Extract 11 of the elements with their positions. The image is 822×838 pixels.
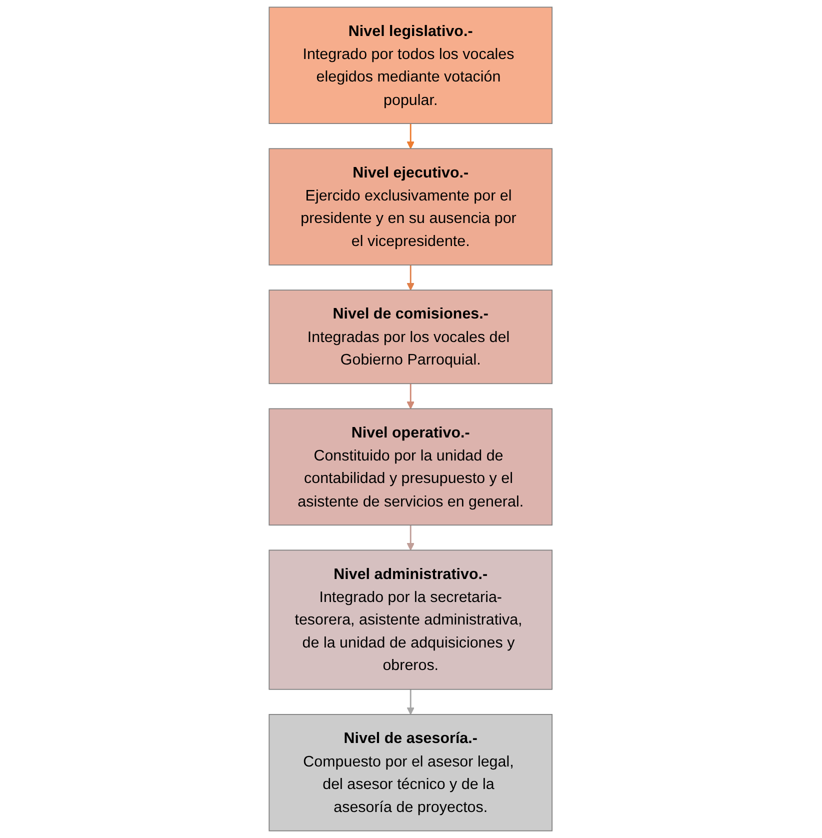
node-box: Nivel de asesoría.- Compuesto por el asesor legal, del asesor técnico y de la asesoría de proyectos.	[269, 714, 553, 832]
node-box: Nivel legislativo.- Integrado por todos los vocales elegidos mediante votación popular.	[269, 6, 553, 124]
arrow	[407, 384, 415, 410]
node-box: Nivel administrativo.- Integrado por la secretaria-tesorera, asistente administrativa, de la unidad de adquisiciones y obreros.	[269, 550, 553, 690]
node-box: Nivel ejecutivo.- Ejercido exclusivamente por el presidente y en su ausencia por el vicepresidente.	[269, 148, 553, 266]
arrow	[407, 265, 415, 290]
arrow	[407, 525, 415, 551]
node-box: Nivel de comisiones.- Integradas por los vocales del Gobierno Parroquial.	[269, 290, 553, 384]
arrow	[407, 689, 415, 715]
node-box: Nivel operativo.- Constituido por la unidad de contabilidad y presupuesto y el asistente de servicios en general.	[269, 408, 553, 526]
arrow	[407, 124, 415, 149]
